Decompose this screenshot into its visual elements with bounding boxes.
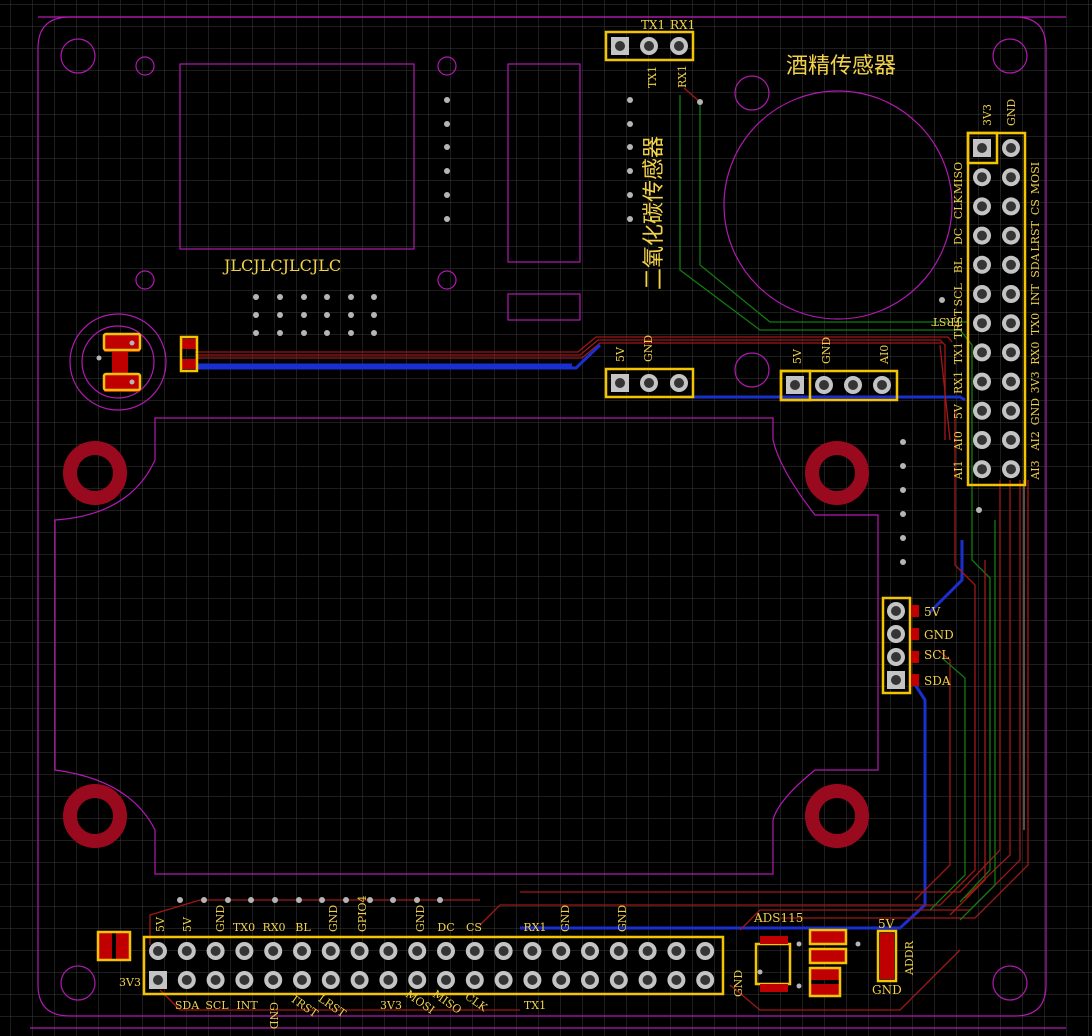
label-pwr1-5v: 5V [614,346,627,362]
bottom-header-bottom-label: INT [236,999,258,1012]
title-co2-sensor: 二氧化碳传感器 [642,136,667,290]
right-header-right-label: AI3 [1029,460,1042,480]
bottom-header-top-label: RX1 [523,921,546,934]
label-addr-gnd: GND [872,983,902,997]
label-pwr2-5v: 5V [791,348,804,364]
bottom-header-bottom-label: GND [267,1002,280,1029]
bottom-header-top-label: 5V [154,916,167,932]
bottom-header-top-label: GND [616,905,629,932]
label-pin-rx1: RX1 [676,65,689,88]
right-header-left-label: MISO [952,162,965,194]
bottom-header-top-label: GND [214,905,227,932]
header-i2c [881,596,919,695]
label-i2c-sda: SDA [924,674,951,688]
right-header-right-label: CS [1029,199,1042,215]
label-i2c-scl: SCL [924,648,949,662]
bottom-header-top-label: GPIO4 [356,895,369,932]
right-header-right-label: RX0 [1029,342,1042,365]
label-tx1: TX1 [641,18,665,32]
smd-components-bottom-right [808,928,898,998]
label-right-3v3: 3V3 [981,104,994,126]
bottom-header-top-label: GND [414,905,427,932]
right-header-right-label: AI2 [1029,431,1042,451]
bottom-header-top-label: RX0 [262,921,285,934]
label-bottom-gnd-ic: GND [732,970,745,997]
traces [149,87,1029,1011]
header-power-2 [779,369,899,402]
right-header-right-label: SDA [1029,252,1042,277]
vias [177,97,982,903]
bottom-header-top-label: GND [327,905,340,932]
label-addr: ADDR [903,940,916,976]
right-header-right-label: 3V3 [1029,371,1042,393]
bottom-header-top-label: GND [559,905,572,932]
label-rx1: RX1 [670,18,695,32]
label-right-gnd: GND [1005,99,1018,126]
right-header-left-label: CLK [952,194,965,219]
right-header-right-label: TX0 [1029,313,1042,335]
bottom-header-bottom-label: TX1 [524,999,546,1012]
bottom-header-bottom-label: SDA [175,999,200,1012]
label-addr-5v: 5V [878,917,895,931]
right-header-right-label: MOSI [1029,162,1042,194]
bottom-header-top-label: DC [437,921,454,934]
label-jlc: JLCJLCJLCJLC [222,256,341,275]
header-bottom-2x20 [142,935,725,996]
right-header-left-label: BL [952,257,965,273]
label-pin-tx1: TX1 [646,66,659,88]
label-pwr2-ai0: AI0 [878,345,891,365]
bottom-header-top-label: TX0 [233,921,255,934]
title-alcohol-sensor: 酒精传感器 [786,54,896,79]
right-header-right-label: INT [1029,283,1042,305]
mounting-holes [63,441,869,848]
bottom-header-bottom-label: 3V3 [380,999,402,1012]
ic-ads1115 [754,936,861,992]
right-header-left-label: RX1 [952,371,965,394]
bottom-header-top-label: 5V [181,916,194,932]
bottom-header-bottom-label: SCL [205,999,229,1012]
bottom-header-top-label: CS [466,921,482,934]
bottom-header-top-label: BL [295,921,311,934]
smd-component-bottom-left [96,930,132,962]
smd-component-left [96,332,199,392]
bottom-header-bottom-label: 3V3 [119,976,141,989]
right-header-left-label: TX1 [952,342,965,364]
right-header-left-label: SCL [952,282,965,306]
label-pwr2-gnd: GND [820,337,833,364]
label-i2c-5v: 5V [924,605,941,619]
right-header-left-label: 5V [952,403,965,419]
label-i2c-gnd: GND [924,628,954,642]
header-tx-rx [604,30,695,62]
header-power-1 [604,367,695,399]
right-header-left-label: AI0 [952,431,965,451]
right-header-left-label: TRST [952,308,965,339]
label-pwr1-gnd: GND [642,335,655,362]
label-ads1115: ADS115 [753,911,803,925]
right-header-right-label: GND [1029,398,1042,425]
right-header-left-label: AI1 [952,460,965,480]
label-trst: TRST [931,315,962,328]
board-outline [30,16,1066,1029]
right-header-right-label: LRST [1029,221,1042,252]
right-header-left-label: DC [952,228,965,245]
header-right-2x12 [966,131,1027,487]
